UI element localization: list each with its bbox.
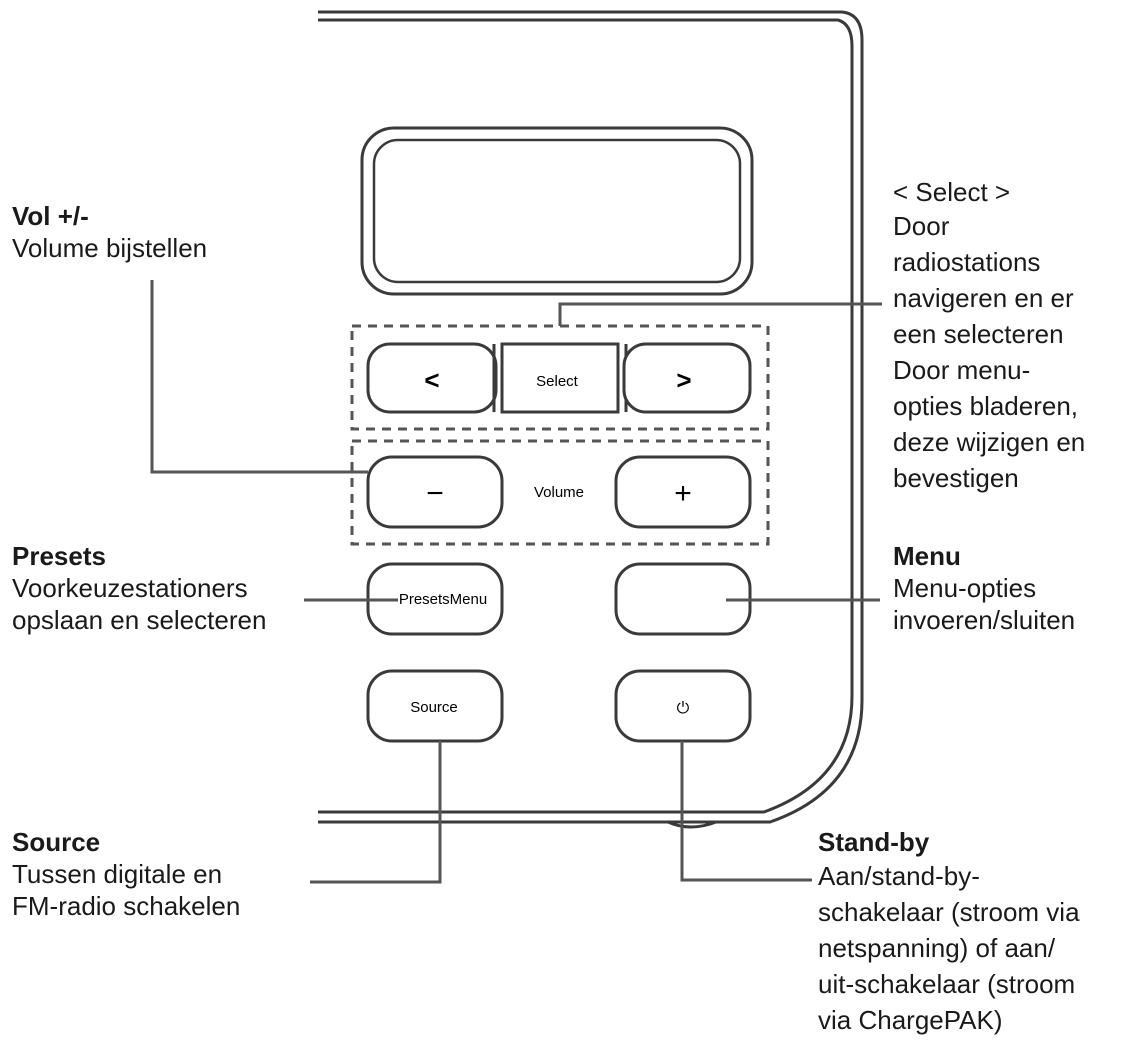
presets-description: Voorkeuzestationers opslaan en selectere… xyxy=(12,573,267,635)
presets-button[interactable]: PresetsMenu xyxy=(366,562,504,636)
vol-annotation: Vol +/- Volume bijstellen xyxy=(12,200,207,264)
source-annotation: Source Tussen digitale en FM-radio schak… xyxy=(12,826,240,922)
select-annotation: < Select > Door radiostations navigeren … xyxy=(893,176,1085,496)
standby-heading: Stand-by xyxy=(818,827,930,857)
right-button[interactable]: > xyxy=(622,342,752,414)
menu-heading: Menu xyxy=(893,541,961,571)
device-outline xyxy=(318,10,864,829)
volume-up-button[interactable]: + xyxy=(614,455,752,529)
left-button[interactable]: < xyxy=(366,342,498,414)
presets-annotation: Presets Voorkeuzestationers opslaan en s… xyxy=(12,540,266,636)
display-window xyxy=(360,126,754,296)
source-description: Tussen digitale en FM-radio schakelen xyxy=(12,859,241,921)
volume-label: Volume xyxy=(534,484,584,501)
source-heading: Source xyxy=(12,827,101,857)
power-button[interactable]: ⏻ xyxy=(614,669,752,743)
select-button[interactable]: Select xyxy=(500,342,620,414)
right-button-label: > xyxy=(676,365,691,395)
source-button-label: Source xyxy=(410,699,458,716)
plus-label: + xyxy=(674,477,692,510)
volume-down-button[interactable]: − xyxy=(366,455,504,529)
minus-label: − xyxy=(426,477,444,510)
select-heading: < Select > xyxy=(893,177,1011,207)
leader-lines xyxy=(150,280,882,884)
standby-description: Aan/stand-by- schakelaar (stroom via net… xyxy=(818,861,1080,1035)
volume-group-outline xyxy=(350,439,770,546)
presets-heading: Presets xyxy=(12,541,106,571)
source-button[interactable]: Source xyxy=(366,669,504,743)
menu-annotation: Menu Menu-opties invoeren/sluiten xyxy=(893,540,1075,636)
vol-leader-line xyxy=(150,280,368,474)
left-button-label: < xyxy=(424,365,439,395)
select-leader-line xyxy=(558,302,882,326)
standby-annotation: Stand-by Aan/stand-by- schakelaar (stroo… xyxy=(818,826,1080,1038)
presets-button-label: PresetsMenu xyxy=(399,591,487,608)
standby-leader-line xyxy=(680,741,812,882)
source-leader-line xyxy=(310,741,442,884)
select-button-label: Select xyxy=(536,373,579,390)
menu-description: Menu-opties invoeren/sluiten xyxy=(893,573,1076,635)
power-icon: ⏻ xyxy=(677,698,690,717)
vol-heading: Vol +/- xyxy=(12,201,89,231)
select-description: Door radiostations navigeren en er een s… xyxy=(893,211,1086,493)
vol-description: Volume bijstellen xyxy=(12,233,208,263)
